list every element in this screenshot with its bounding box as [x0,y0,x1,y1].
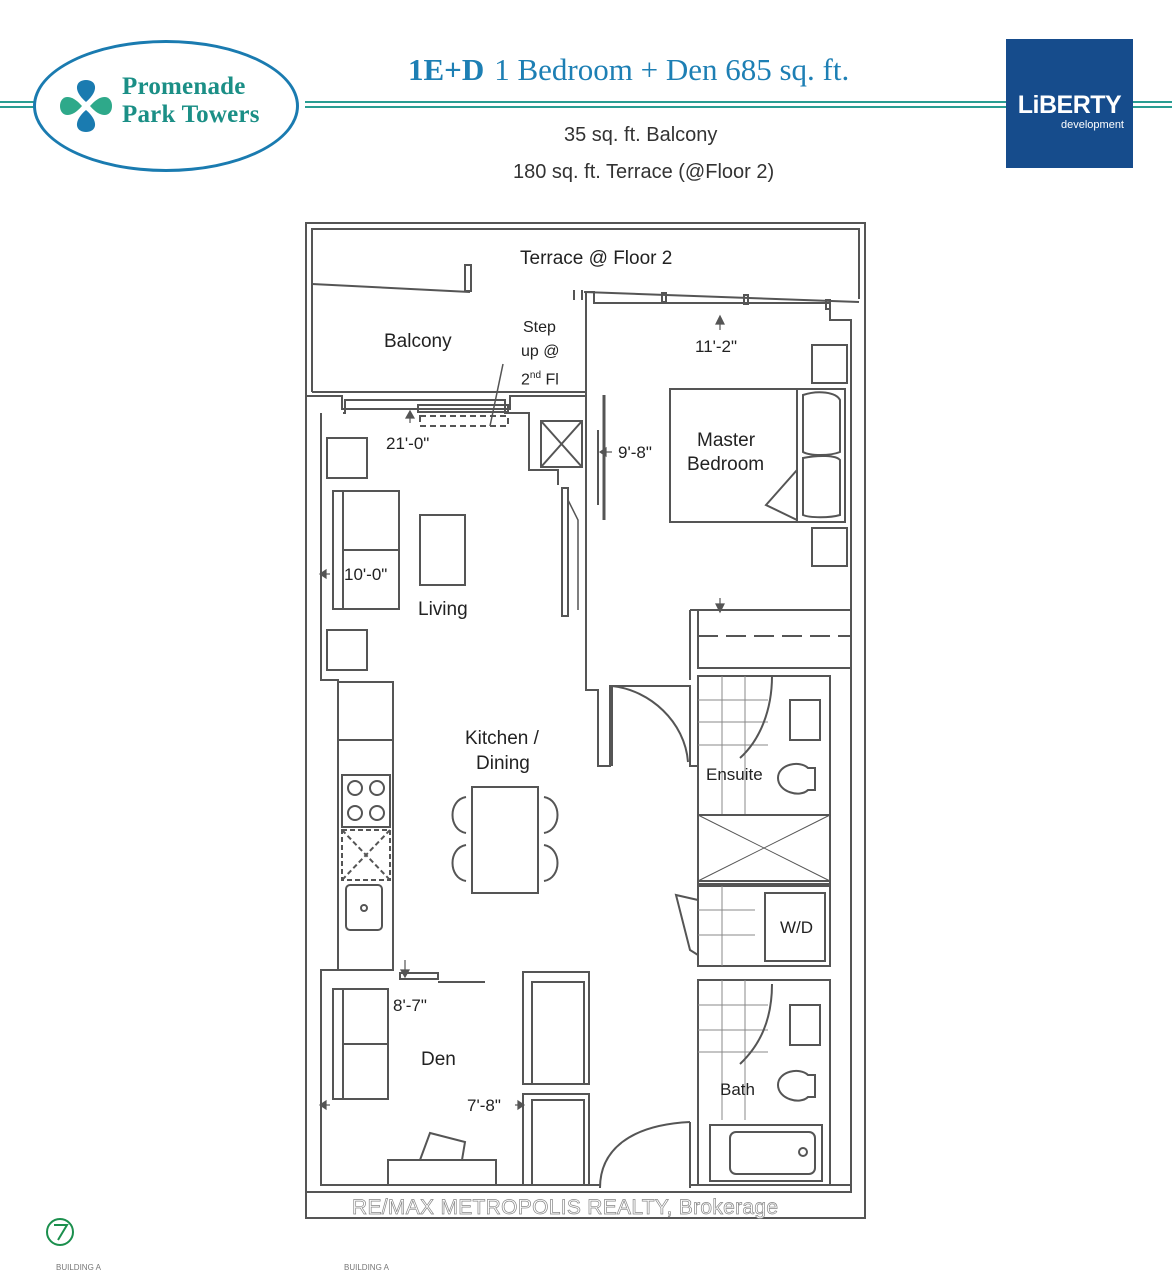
header-rule-left-2 [0,106,34,108]
cooktop [341,774,391,828]
mechanical-shaft [540,420,583,468]
living-label: Living [418,599,468,620]
bath-room [697,979,831,1186]
kitchen-sink [345,884,383,931]
step-up-floor-end: Fl [541,371,559,389]
den-depth-dim: 7'-8" [467,1096,501,1115]
den-label: Den [421,1049,456,1070]
den-chair [419,1131,467,1161]
step-up-label-2: up @ [521,343,560,360]
kitchen-label-2: Dining [476,753,530,774]
brand-name-line2: Park Towers [122,101,260,128]
header-rule-right [1133,101,1172,103]
north-arrow-icon [46,1218,74,1246]
ensuite-shower [697,814,831,882]
brand-flower-icon [60,80,112,132]
master-closet [697,609,852,669]
kitchen-label-1: Kitchen / [465,728,539,749]
nightstand-top [811,344,848,384]
terrace-outline [305,222,866,1219]
bath-vanity [789,1004,821,1046]
living-depth-dim: 10'-0" [344,565,388,584]
wd-label: W/D [780,918,814,937]
living-armchair-bottom [326,629,368,671]
terrace-rail [311,283,471,293]
bath-label: Bath [720,1080,755,1099]
brand-name-line1: Promenade [122,73,246,100]
step-up-label-1: Step [523,319,556,336]
washer-dryer [764,892,826,962]
entry-door-swing [611,685,689,763]
master-label-1: Master [697,430,756,451]
ensuite-room [697,675,831,885]
living-width-dim: 21'-0" [386,434,430,453]
header-rule-mid [305,101,1008,103]
den-desk [387,1159,497,1186]
developer-logo: LiBERTY development [1006,39,1133,168]
balcony-label: Balcony [384,331,452,352]
terrace-area: 180 sq. ft. Terrace (@Floor 2) [513,161,775,183]
balcony-area: 35 sq. ft. Balcony [564,124,718,146]
terrace-label: Terrace @ Floor 2 [520,248,673,269]
balcony-sliding-door [417,404,509,413]
ensuite-toilet [776,762,816,795]
bath-toilet [776,1069,816,1102]
terrace-inner-line [311,228,860,392]
dining-table [471,786,539,894]
step-up-label-3: 2nd Fl [521,364,559,392]
master-depth-dim: 9'-8" [618,443,652,462]
master-width-dim: 11'-2" [695,337,738,356]
den-doorway [399,972,439,980]
step-up-floor-suffix: nd [529,370,542,381]
kitchen-counter [337,681,394,971]
step-up-floor: 2 [521,371,530,389]
unit-title: 1E+D 1 Bedroom + Den 685 sq. ft. [408,52,849,88]
header-rule-left [0,101,34,103]
footer-left: BUILDING A [56,1263,101,1272]
laundry-room [697,885,831,967]
den-width-dim: 8'-7" [393,996,427,1015]
developer-name: LiBERTY [1017,91,1122,119]
bathtub [709,1124,823,1182]
ensuite-label: Ensuite [706,765,763,784]
living-armchair-top [326,437,368,479]
front-door-swing [599,1121,691,1189]
master-label-2: Bedroom [687,454,765,475]
living-table [419,514,466,586]
unit-exterior-wall [306,291,852,1193]
header-rule-right-2 [1133,106,1172,108]
unit-code: 1E+D [408,52,485,87]
developer-sub: development [1061,119,1124,131]
ensuite-vanity [789,699,821,741]
brokerage-watermark: RE/MAX METROPOLIS REALTY, Brokerage [352,1196,779,1220]
nightstand-bottom [811,527,848,567]
footer-right: BUILDING A [344,1263,389,1272]
unit-description: 1 Bedroom + Den 685 sq. ft. [494,52,850,87]
header-rule-mid-2 [305,106,1008,108]
